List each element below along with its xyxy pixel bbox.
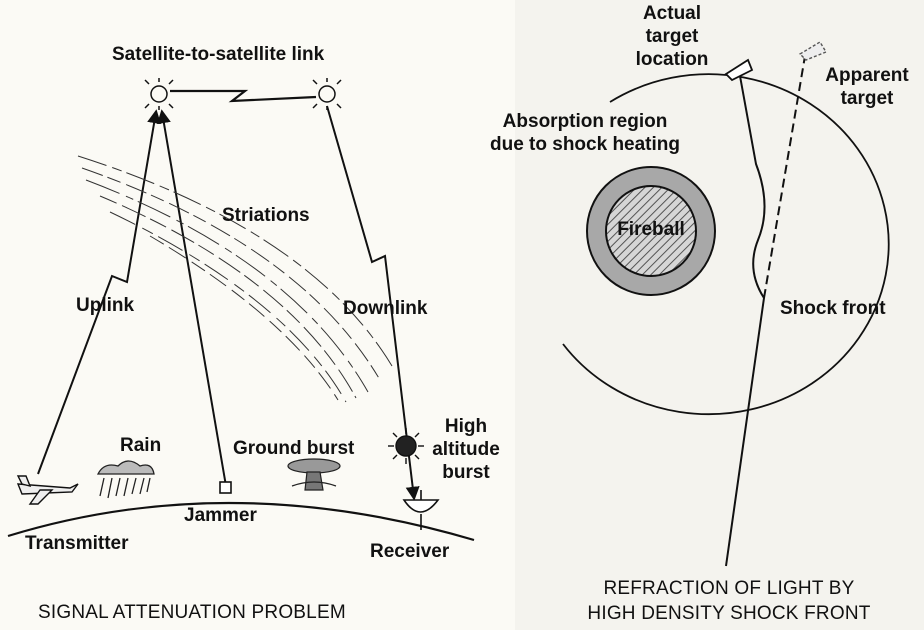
high-altitude-line-3: burst	[442, 462, 490, 483]
absorption-line-2: due to shock heating	[489, 134, 681, 155]
right-caption: REFRACTION OF LIGHT BY HIGH DENSITY SHOC…	[544, 576, 914, 626]
satellite-1-icon	[144, 78, 174, 110]
right-caption-line-1: REFRACTION OF LIGHT BY	[603, 578, 855, 599]
ground-burst-label: Ground burst	[233, 438, 355, 459]
jammer-icon	[219, 481, 232, 494]
uplink-line	[37, 109, 162, 475]
transmitter-label: Transmitter	[25, 533, 129, 554]
fireball-circle	[605, 185, 697, 277]
striations-label: Striations	[222, 205, 310, 226]
downlink-line	[326, 105, 420, 501]
absorption-region-label: Absorption region due to shock heating	[458, 110, 712, 156]
actual-target-icon	[724, 58, 754, 82]
high-altitude-burst-label: High altitude burst	[418, 415, 514, 484]
shock-front-label: Shock front	[780, 298, 886, 319]
ground-burst-icon	[287, 458, 341, 491]
right-caption-line-2: HIGH DENSITY SHOCK FRONT	[587, 603, 871, 624]
rain-label: Rain	[120, 435, 162, 456]
jammer-line	[156, 109, 227, 487]
sat-to-sat-link-line	[170, 89, 317, 103]
sat-to-sat-link-label: Satellite-to-satellite link	[112, 44, 325, 65]
actual-target-label: Actual target location	[622, 2, 722, 71]
earth-surface-curve	[7, 501, 475, 542]
high-altitude-line-2: altitude	[432, 439, 500, 460]
left-caption: SIGNAL ATTENUATION PROBLEM	[38, 602, 346, 623]
right-panel-background	[515, 0, 924, 630]
apparent-target-line-1: Apparent	[825, 65, 909, 86]
fireball-label: Fireball	[617, 219, 685, 240]
jammer-label: Jammer	[184, 505, 257, 526]
apparent-target-line-2: target	[840, 88, 894, 109]
actual-target-line-2: target	[645, 26, 699, 47]
apparent-target-icon	[798, 41, 828, 61]
uplink-label: Uplink	[76, 295, 135, 316]
striations-bands	[77, 155, 393, 403]
left-panel-background	[0, 0, 515, 630]
actual-target-line-1: Actual	[642, 3, 702, 24]
rain-cloud-icon	[96, 460, 155, 499]
actual-light-path	[725, 75, 766, 567]
receiver-label: Receiver	[370, 541, 450, 562]
downlink-label: Downlink	[343, 298, 428, 319]
high-altitude-burst-icon	[388, 428, 424, 464]
apparent-target-label: Apparent target	[812, 64, 922, 110]
aircraft-icon	[16, 475, 79, 505]
absorption-line-1: Absorption region	[502, 111, 668, 132]
receiver-dish-icon	[402, 490, 440, 530]
actual-target-line-3: location	[635, 49, 709, 70]
high-altitude-line-1: High	[444, 416, 488, 437]
